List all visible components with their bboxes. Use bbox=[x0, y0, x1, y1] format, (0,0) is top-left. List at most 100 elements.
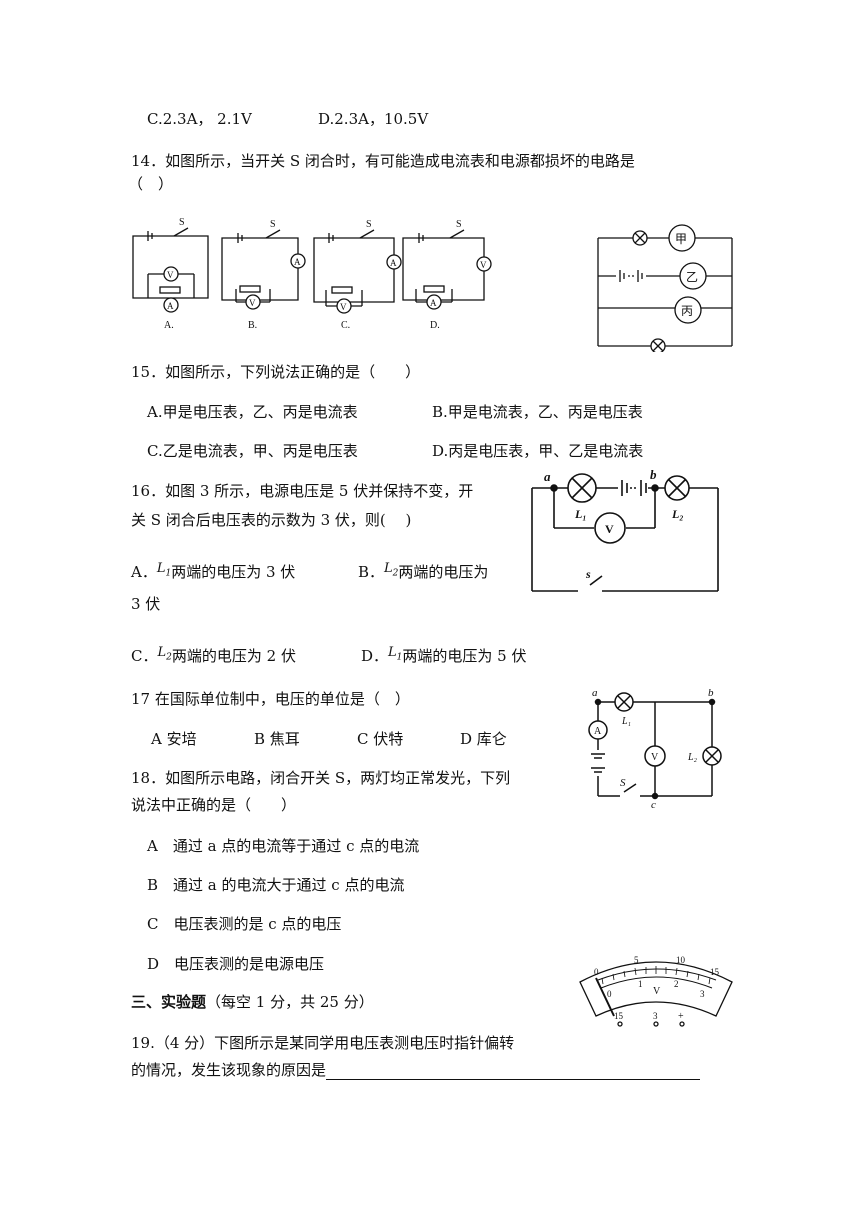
q16-circuit-figure: a b L₁ L₂ V s bbox=[531, 468, 719, 592]
circuit-b-label: B. bbox=[248, 320, 257, 331]
q16-option-b-cont: 3 伏 bbox=[131, 595, 161, 613]
q15-option-a: A.甲是电压表，乙、丙是电流表 bbox=[147, 403, 358, 421]
meter-jia-label: 甲 bbox=[675, 232, 687, 246]
q18-point-b: b bbox=[708, 687, 714, 699]
q16-option-a: A．L1两端的电压为 3 伏 bbox=[131, 561, 296, 589]
q16-lamp-l2: L₂ bbox=[671, 507, 684, 521]
dial-bottom-2: 2 bbox=[674, 979, 679, 989]
q14-circuit-figures: S V A A. S V A B. S V A C. bbox=[132, 217, 492, 331]
q19-stem-line1: 19.（4 分）下图所示是某同学用电压表测电压时指针偏转 bbox=[131, 1034, 515, 1052]
circuit-d-switch-label: S bbox=[456, 219, 462, 230]
terminal-15: 15 bbox=[614, 1011, 624, 1021]
q16-option-c-text: 两端的电压为 2 伏 bbox=[171, 647, 296, 665]
q15-option-c: C.乙是电流表，甲、丙是电压表 bbox=[147, 442, 358, 460]
circuit-a-switch-label: S bbox=[179, 217, 185, 228]
q16-point-b: b bbox=[650, 468, 657, 482]
circuit-a-label: A. bbox=[164, 320, 174, 331]
meter-bing-label: 丙 bbox=[681, 304, 693, 318]
q18-option-b: B 通过 a 的电流大于通过 c 点的电流 bbox=[147, 876, 405, 894]
circuit-c-label: C. bbox=[341, 320, 350, 331]
q16-option-c-symbol: L2 bbox=[157, 645, 172, 663]
section-3-heading: 三、实验题（每空 1 分，共 25 分） bbox=[131, 992, 374, 1012]
q16-option-a-symbol: L1 bbox=[156, 561, 172, 579]
circuit-c-switch-label: S bbox=[366, 219, 372, 230]
circuit-b-switch-label: S bbox=[270, 219, 276, 230]
q16-point-a: a bbox=[544, 469, 551, 484]
circuit-d-ammeter-label: A bbox=[430, 298, 437, 308]
q16-stem-line1: 16．如图 3 所示，电源电压是 5 伏并保持不变，开 bbox=[131, 482, 474, 500]
q18-stem-line2: 说法中正确的是（ ） bbox=[131, 796, 297, 814]
q18-point-a: a bbox=[592, 687, 598, 699]
circuit-b bbox=[221, 229, 306, 310]
q16-option-b-symbol: L2 bbox=[384, 561, 399, 579]
circuit-d-label: D. bbox=[430, 320, 440, 331]
q15-option-d: D.丙是电压表，甲、乙是电流表 bbox=[432, 442, 644, 460]
circuit-b-ammeter-label: A bbox=[294, 257, 301, 267]
q18-option-c: C 电压表测的是 c 点的电压 bbox=[147, 915, 342, 933]
q16-option-b: B．L2两端的电压为 bbox=[358, 561, 489, 589]
q19-stem-line2-text: 的情况，发生该现象的原因是 bbox=[131, 1061, 327, 1079]
circuit-d-voltmeter-label: V bbox=[480, 260, 487, 270]
q18-switch-label: S bbox=[620, 777, 626, 789]
circuit-c-voltmeter-label: V bbox=[340, 302, 347, 312]
q15-circuit-figure: 甲 乙 丙 bbox=[597, 224, 733, 352]
q15-stem: 15．如图所示，下列说法正确的是（ ） bbox=[131, 363, 421, 381]
q17-option-a: A 安培 bbox=[151, 730, 197, 748]
q16-option-c: C．L2两端的电压为 2 伏 bbox=[131, 645, 296, 673]
q17-option-d: D 库仑 bbox=[460, 730, 507, 748]
q18-option-d: D 电压表测的是电源电压 bbox=[147, 955, 325, 973]
q16-option-c-prefix: C． bbox=[131, 647, 158, 665]
q14-stem-line1: 14．如图所示，当开关 S 闭合时，有可能造成电流表和电源都损坏的电路是 bbox=[131, 152, 635, 170]
dial-unit-v: V bbox=[653, 986, 661, 997]
q16-option-d-text: 两端的电压为 5 伏 bbox=[402, 647, 527, 665]
q19-answer-blank[interactable] bbox=[326, 1063, 701, 1080]
q18-lamp-l2: L₂ bbox=[687, 752, 698, 763]
section-3-note: （每空 1 分，共 25 分） bbox=[206, 993, 374, 1011]
circuit-a-voltmeter-label: V bbox=[167, 270, 174, 280]
circuit-b-voltmeter-label: V bbox=[249, 298, 256, 308]
section-3-title: 三、实验题 bbox=[131, 993, 207, 1011]
q16-stem-line2: 关 S 闭合后电压表的示数为 3 伏，则( ) bbox=[131, 511, 412, 529]
q13-option-d: D.2.3A，10.5V bbox=[318, 110, 429, 128]
circuit-c bbox=[313, 229, 402, 314]
q16-option-d-prefix: D． bbox=[361, 647, 389, 665]
q16-option-b-text: 两端的电压为 bbox=[398, 563, 489, 581]
q18-stem-line1: 18．如图所示电路，闭合开关 S，两灯均正常发光，下列 bbox=[131, 769, 511, 787]
circuit-c-ammeter-label: A bbox=[390, 258, 397, 268]
circuit-a bbox=[132, 227, 209, 313]
meter-yi-label: 乙 bbox=[686, 270, 698, 284]
circuit-d bbox=[402, 229, 492, 310]
q17-stem: 17 在国际单位制中，电压的单位是（ ） bbox=[131, 690, 410, 708]
q16-lamp-l1: L₁ bbox=[574, 507, 587, 521]
q18-option-a: A 通过 a 点的电流等于通过 c 点的电流 bbox=[147, 837, 420, 855]
terminal-plus: + bbox=[678, 1011, 684, 1022]
dial-bottom-1: 1 bbox=[638, 979, 643, 989]
dial-top-10: 10 bbox=[676, 955, 686, 965]
dial-bottom-3: 3 bbox=[700, 989, 705, 999]
q16-option-a-text: 两端的电压为 3 伏 bbox=[171, 563, 296, 581]
q18-lamp-l1: L₁ bbox=[621, 716, 631, 727]
dial-top-0: 0 bbox=[594, 967, 599, 977]
q16-option-b-prefix: B． bbox=[358, 563, 385, 581]
q15-option-b: B.甲是电流表，乙、丙是电压表 bbox=[432, 403, 643, 421]
terminal-3: 3 bbox=[653, 1011, 658, 1021]
q19-stem-line2: 的情况，发生该现象的原因是 bbox=[131, 1060, 701, 1080]
q16-switch-label: s bbox=[585, 567, 591, 581]
q14-stem-line2: （ ） bbox=[128, 175, 174, 193]
q18-point-c: c bbox=[651, 799, 656, 811]
dial-top-15: 15 bbox=[710, 967, 720, 977]
q18-circuit-figure: a b c S L₁ L₂ A V bbox=[588, 687, 722, 811]
q16-option-d-symbol: L1 bbox=[388, 645, 403, 663]
q16-option-d: D．L1两端的电压为 5 伏 bbox=[361, 645, 527, 673]
circuit-a-ammeter-label: A bbox=[167, 301, 174, 311]
dial-bottom-0: 0 bbox=[607, 989, 612, 999]
q17-option-b: B 焦耳 bbox=[254, 730, 300, 748]
q19-voltmeter-dial: 0 5 10 15 0 1 V 2 3 15 3 + bbox=[579, 955, 733, 1027]
q17-option-c: C 伏特 bbox=[357, 730, 404, 748]
q18-ammeter-label: A bbox=[594, 726, 602, 737]
q16-option-a-prefix: A． bbox=[131, 563, 157, 581]
q13-option-c: C.2.3A， 2.1V bbox=[147, 110, 252, 128]
dial-top-5: 5 bbox=[634, 955, 639, 965]
q18-voltmeter-label: V bbox=[651, 752, 659, 763]
q16-voltmeter-label: V bbox=[605, 522, 614, 536]
